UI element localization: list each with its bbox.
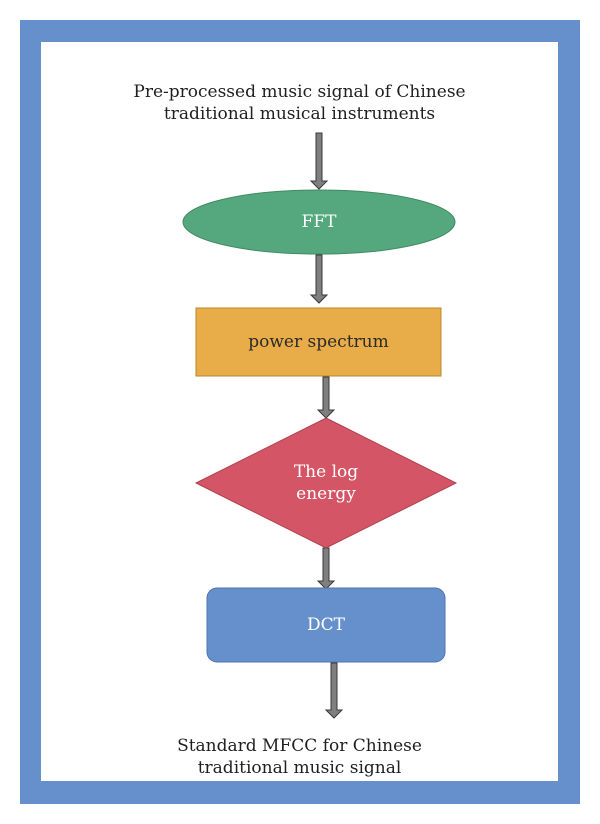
arrow-power-to-log [316,376,336,419]
dct-node [206,587,446,663]
output-label-line-2: traditional music signal [197,758,402,778]
input-signal-label: Pre-processed music signal of Chinese tr… [41,81,558,125]
power-spectrum-node [195,307,442,377]
arrow-fft-to-power [309,254,329,304]
arrow-dct-to-output [324,662,344,719]
input-label-line-1: Pre-processed music signal of Chinese [133,82,466,102]
figure-canvas: Pre-processed music signal of Chinese tr… [41,42,558,781]
log-energy-label-line-1: The log [293,462,359,482]
input-label-line-2: traditional musical instruments [163,104,436,124]
fft-label: FFT [301,212,337,232]
arrow-log-to-dct [316,547,336,590]
log-energy-label: The log energy [226,461,426,505]
figure-frame: Pre-processed music signal of Chinese tr… [20,20,580,804]
output-label-line-1: Standard MFCC for Chinese [177,736,422,756]
arrow-input-to-fft [309,132,329,190]
output-signal-label: Standard MFCC for Chinese traditional mu… [41,735,558,779]
flowchart [182,132,458,719]
power-spectrum-label: power spectrum [248,332,389,352]
fft-node [182,189,456,255]
dct-label: DCT [307,615,345,635]
log-energy-node [194,417,458,549]
log-energy-label-line-2: energy [296,484,356,504]
